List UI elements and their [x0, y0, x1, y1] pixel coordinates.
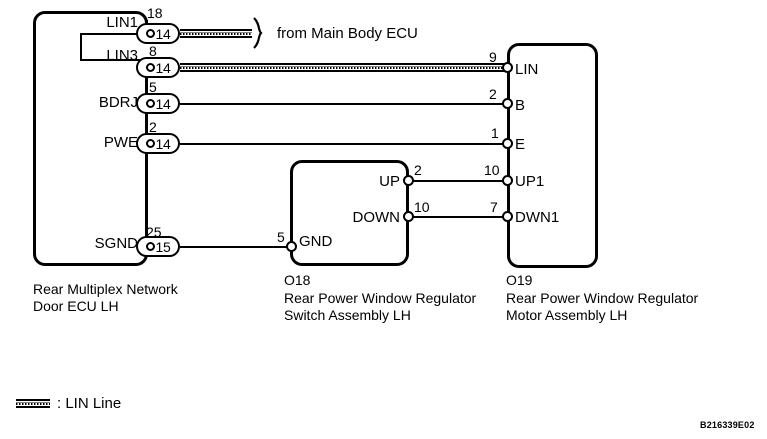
connector-ring-icon [145, 63, 155, 72]
connector-o15-sgnd: 15 [136, 236, 180, 257]
connector-ring-icon [145, 242, 155, 251]
pin-circle-down [403, 211, 414, 222]
pin-circle-e [502, 138, 513, 149]
terminal-label-pwe: PWE [103, 134, 138, 151]
wire-lin3-to-lin [180, 63, 507, 72]
connector-ring-icon [145, 99, 155, 108]
connector-number: 14 [155, 95, 171, 112]
pin-circle-up [403, 175, 414, 186]
terminal-label-b: B [515, 97, 526, 114]
terminal-label-lin3: LIN3 [106, 47, 138, 64]
pin-number-b: 2 [489, 86, 497, 102]
terminal-label-bdrj: BDRJ [98, 94, 138, 111]
figure-id: B216339E02 [700, 420, 755, 430]
wire-lin1-to-main-body-ecu [180, 29, 252, 38]
pin-number-up1: 10 [484, 162, 500, 178]
caption-middle-line2: Switch Assembly LH [284, 307, 411, 323]
pin-number-sgnd: 25 [146, 224, 162, 240]
block-rear-power-window-regulator-motor-assembly-lh [507, 43, 598, 268]
connector-o14-pwe: 14 [136, 133, 180, 154]
connector-number: 14 [155, 59, 171, 76]
wire-up-to-up1 [409, 180, 507, 182]
caption-left-line2: Door ECU LH [33, 298, 119, 314]
pin-number-bdrj: 5 [149, 79, 157, 95]
connector-number: 15 [155, 238, 171, 255]
terminal-label-lin1: LIN1 [106, 14, 138, 31]
terminal-label-up: UP [379, 173, 400, 190]
pin-number-e: 1 [491, 125, 499, 141]
block-rear-power-window-regulator-switch-assembly-lh [290, 160, 409, 266]
note-from-main-body-ecu: from Main Body ECU [277, 25, 418, 42]
pin-number-up: 2 [414, 162, 422, 178]
pin-number-gnd: 5 [277, 229, 285, 245]
connector-ring-icon [145, 139, 155, 148]
pin-number-down: 10 [414, 199, 430, 215]
connector-id-o18: O18 [284, 272, 311, 288]
terminal-label-sgnd: SGND [94, 235, 138, 252]
connector-id-o19: O19 [506, 272, 533, 288]
pin-circle-gnd [286, 241, 297, 252]
terminal-label-gnd: GND [299, 233, 333, 250]
legend-lin-line-text: : LIN Line [57, 395, 122, 412]
wire-down-to-dwn1 [409, 216, 507, 218]
caption-right-line1: Rear Power Window Regulator [506, 290, 699, 306]
terminal-label-up1: UP1 [515, 173, 545, 190]
wire-bdrj-to-b [180, 103, 507, 105]
caption-middle-line1: Rear Power Window Regulator [284, 290, 477, 306]
connector-ring-icon [145, 29, 155, 38]
pin-number-lin1: 18 [147, 5, 163, 21]
caption-left-line1: Rear Multiplex Network [33, 281, 178, 297]
connector-number: 14 [155, 135, 171, 152]
connector-o14-lin1: 14 [136, 23, 180, 44]
pin-circle-b [502, 98, 513, 109]
pin-number-lin3: 8 [149, 43, 157, 59]
pin-number-lin: 9 [489, 49, 497, 65]
pin-circle-up1 [502, 175, 513, 186]
terminal-label-lin: LIN [515, 61, 539, 78]
connector-o14-bdrj: 14 [136, 93, 180, 114]
lin-line-swatch [16, 399, 50, 408]
terminal-label-down: DOWN [352, 209, 401, 226]
terminal-label-dwn1: DWN1 [515, 209, 560, 226]
pin-circle-lin [502, 62, 513, 73]
wire-pwe-to-e [180, 143, 507, 145]
connector-o14-lin3: 14 [136, 57, 180, 78]
connector-number: 14 [155, 25, 171, 42]
wire-break-symbol [253, 17, 263, 49]
pin-number-dwn1: 7 [490, 199, 498, 215]
caption-right-line2: Motor Assembly LH [506, 307, 628, 323]
wire-sgnd-to-gnd [180, 246, 292, 248]
pin-number-pwe: 2 [149, 119, 157, 135]
terminal-label-e: E [515, 136, 526, 153]
pin-circle-dwn1 [502, 211, 513, 222]
